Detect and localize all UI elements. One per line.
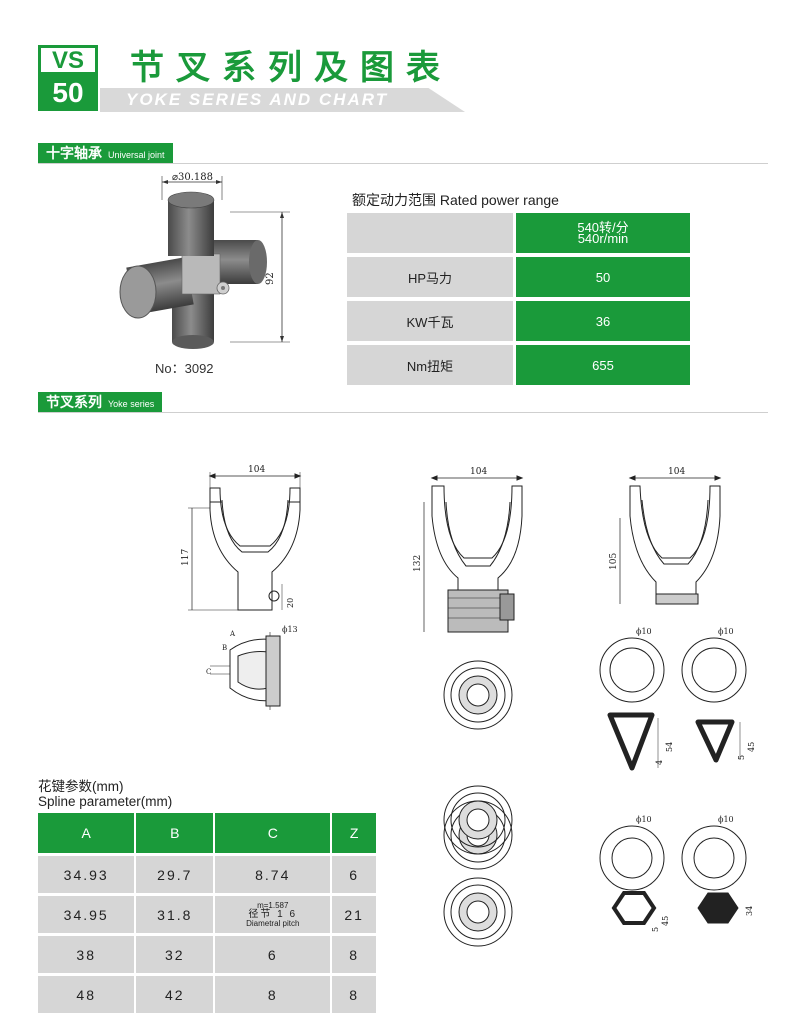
section-label-en: Yoke series bbox=[108, 399, 155, 409]
d2-width: 104 bbox=[470, 467, 487, 477]
spline-cell-c: 6 bbox=[214, 933, 333, 975]
spline-header-c: C bbox=[214, 813, 333, 855]
universal-joint-illustration: ⌀30.188 92 bbox=[119, 172, 290, 349]
d3-hole-1: ϕ10 bbox=[636, 627, 652, 636]
section-label-yoke-series: 节叉系列 Yoke series bbox=[38, 392, 163, 412]
spline-cell-a: 34.93 bbox=[38, 853, 137, 895]
spline-parameter-table: A B C Z 34.93 29.7 8.74 6 34.95 31.8 m=1… bbox=[38, 813, 378, 1013]
power-value: 36 bbox=[513, 299, 690, 345]
power-label: KW千瓦 bbox=[347, 299, 515, 345]
spline-cell-c-line3: Diametral pitch bbox=[246, 919, 300, 928]
power-value: 655 bbox=[513, 343, 690, 389]
page-title-cn: 节叉系列及图表 bbox=[130, 48, 452, 88]
power-range-title: 额定动力范围 Rated power range bbox=[352, 192, 559, 208]
spline-cell-b: 32 bbox=[135, 933, 216, 975]
spline-cell-z: 6 bbox=[331, 853, 378, 895]
page-title-en: YOKE SERIES AND CHART bbox=[126, 90, 389, 109]
spline-cell-c-line1: m=1.587 bbox=[257, 901, 289, 910]
d3-tri1-b: 4 bbox=[655, 760, 664, 765]
power-row-kw: KW千瓦 36 bbox=[347, 299, 690, 345]
spline-cell-a: 38 bbox=[38, 933, 137, 975]
power-label: Nm扭矩 bbox=[347, 343, 515, 389]
section-label-en: Universal joint bbox=[108, 150, 165, 160]
yoke-drawing-2-sections bbox=[443, 785, 513, 947]
spline-cell-c-line2: 径节 1 6 bbox=[248, 909, 298, 920]
spline-cell-b: 29.7 bbox=[135, 853, 216, 895]
spline-header-a: A bbox=[38, 813, 137, 855]
spline-cell-z: 8 bbox=[331, 973, 378, 1013]
table-row: 38 32 6 8 bbox=[38, 933, 378, 975]
d3-width: 104 bbox=[668, 467, 685, 477]
speed-en: 540r/min bbox=[577, 231, 629, 246]
section-divider bbox=[38, 412, 768, 413]
d1-c: C bbox=[206, 668, 211, 676]
power-value: 50 bbox=[513, 255, 690, 301]
d3-hole-row-1: ϕ10 ϕ10 bbox=[599, 627, 747, 703]
yoke-drawing-3: 104 105 ϕ10 ϕ10 54 4 45 5 ϕ10 ϕ10 45 5 3… bbox=[599, 467, 756, 932]
d3-hex1-a: 45 bbox=[661, 916, 670, 926]
d3-hole-2: ϕ10 bbox=[718, 627, 734, 636]
d1-bottom: 20 bbox=[286, 598, 295, 608]
spline-cell-b: 31.8 bbox=[135, 893, 216, 935]
series-code-top: VS bbox=[38, 45, 98, 75]
spline-header-b: B bbox=[135, 813, 216, 855]
d1-height: 117 bbox=[181, 549, 191, 566]
spline-title: 花键参数(mm) Spline parameter(mm) bbox=[38, 779, 172, 809]
spline-cell-z: 21 bbox=[331, 893, 378, 935]
dim-length: 92 bbox=[265, 272, 276, 285]
spline-cell-c: 8 bbox=[214, 973, 333, 1013]
spline-cell-c: m=1.587 径节 1 6 Diametral pitch bbox=[214, 893, 333, 935]
power-row-hp: HP马力 50 bbox=[347, 255, 690, 301]
d3-hole-4: ϕ10 bbox=[718, 815, 734, 824]
spline-title-cn: 花键参数(mm) bbox=[38, 779, 124, 794]
d1-width: 104 bbox=[248, 465, 265, 475]
d3-height: 105 bbox=[609, 553, 619, 570]
spline-cell-c: 8.74 bbox=[214, 853, 333, 895]
table-row: 34.95 31.8 m=1.587 径节 1 6 Diametral pitc… bbox=[38, 893, 378, 935]
section-label-cn: 十字轴承 bbox=[46, 145, 102, 161]
d3-hole-3: ϕ10 bbox=[636, 815, 652, 824]
power-header-speed: 540转/分 540r/min bbox=[513, 213, 690, 257]
section-label-universal-joint: 十字轴承 Universal joint bbox=[38, 143, 173, 163]
power-label: HP马力 bbox=[347, 255, 515, 301]
d3-tri2-b: 5 bbox=[737, 755, 746, 760]
d3-hex1-b: 5 bbox=[651, 927, 660, 932]
spline-title-en: Spline parameter(mm) bbox=[38, 794, 173, 809]
d3-hex2: 34 bbox=[745, 906, 754, 916]
d1-a: A bbox=[229, 630, 236, 638]
power-header-empty bbox=[347, 213, 515, 257]
section-divider bbox=[38, 163, 768, 164]
spline-cell-a: 48 bbox=[38, 973, 137, 1013]
spline-header-z: Z bbox=[331, 813, 378, 855]
table-row: 34.93 29.7 8.74 6 bbox=[38, 853, 378, 895]
power-range-table: 540转/分 540r/min HP马力 50 KW千瓦 36 Nm扭矩 655 bbox=[347, 213, 690, 389]
series-code-badge: VS 50 bbox=[38, 45, 98, 111]
d1-b: B bbox=[222, 644, 227, 652]
d3-tri1-a: 54 bbox=[665, 742, 674, 752]
section-label-cn: 节叉系列 bbox=[46, 394, 102, 410]
title-banner bbox=[100, 88, 465, 112]
spline-cell-a: 34.95 bbox=[38, 893, 137, 935]
part-number: No：3092 bbox=[155, 361, 214, 376]
d2-height: 132 bbox=[413, 555, 423, 572]
d3-hole-row-2: ϕ10 ϕ10 bbox=[599, 815, 747, 891]
d3-tri2-a: 45 bbox=[747, 742, 756, 752]
dim-diameter: ⌀30.188 bbox=[172, 172, 213, 183]
yoke-drawing-1: 104 117 20 ϕ13 A B C bbox=[181, 465, 302, 710]
spline-cell-b: 42 bbox=[135, 973, 216, 1013]
table-row: 48 42 8 8 bbox=[38, 973, 378, 1013]
series-code-bottom: 50 bbox=[38, 75, 98, 111]
power-table-header: 540转/分 540r/min bbox=[347, 213, 690, 257]
d1-bolt: ϕ13 bbox=[282, 625, 298, 634]
speed-cn: 540转/分 bbox=[577, 220, 629, 235]
power-row-nm: Nm扭矩 655 bbox=[347, 343, 690, 389]
spline-header-row: A B C Z bbox=[38, 813, 378, 855]
spline-cell-z: 8 bbox=[331, 933, 378, 975]
